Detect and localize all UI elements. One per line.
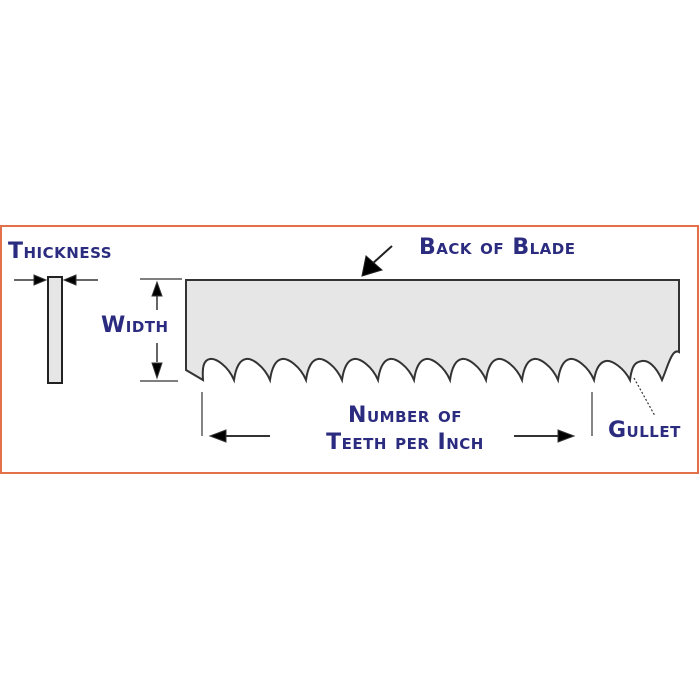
teeth-per-inch-measure-icon <box>201 392 593 443</box>
label-tpi-line2: Teeth per Inch <box>326 430 484 455</box>
gullet-pointer-icon <box>633 377 656 417</box>
thickness-arrows-icon <box>14 274 98 286</box>
label-tpi-line1: Number of <box>348 403 462 428</box>
saw-blade <box>185 279 680 384</box>
label-width: Width <box>101 313 169 338</box>
label-teeth-per-inch: Number of Teeth per Inch <box>300 402 510 456</box>
label-thickness: Thickness <box>8 239 113 264</box>
width-dimension-icon <box>140 278 182 382</box>
label-back-of-blade: Back of Blade <box>419 235 576 260</box>
label-gullet: Gullet <box>608 418 681 443</box>
blade-cross-section <box>47 276 63 384</box>
back-of-blade-arrow-icon <box>361 245 393 277</box>
